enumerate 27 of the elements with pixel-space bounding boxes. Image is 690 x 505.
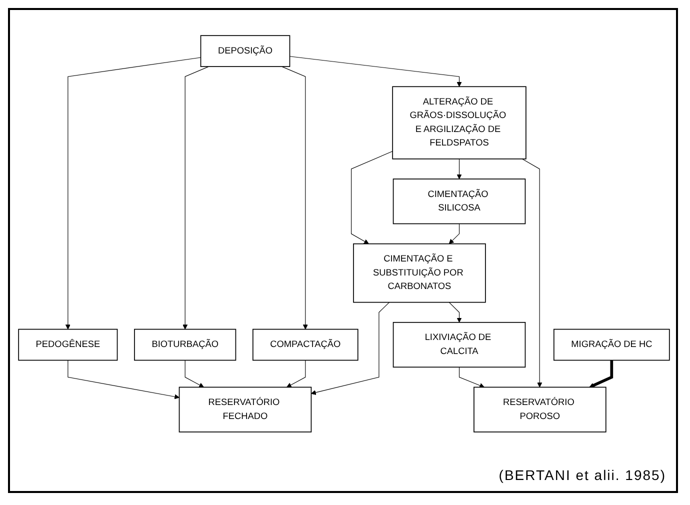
node-box: BIOTURBAÇÃO: [134, 329, 236, 361]
arrow: [589, 360, 614, 388]
arrow: [184, 360, 204, 388]
node-box: DEPOSIÇÃO: [200, 35, 290, 68]
node-box: CIMENTAÇÃO E SUBSTITUIÇÃO POR CARBONATOS: [353, 244, 486, 303]
arrow: [448, 224, 460, 244]
arrow: [68, 360, 180, 400]
node-box: CIMENTAÇÃO SILICOSA: [392, 178, 526, 224]
arrow: [456, 158, 462, 180]
node-box: RESERVATÓRIO POROSO: [474, 387, 606, 433]
arrow: [351, 151, 393, 244]
arrow: [281, 66, 308, 330]
arrow: [310, 302, 390, 396]
node-box: COMPACTAÇÃO: [252, 329, 358, 361]
arrow: [286, 360, 306, 388]
arrow: [65, 57, 202, 330]
node-box: RESERVATÓRIO FECHADO: [178, 387, 312, 433]
arrow: [522, 158, 542, 388]
citation-text: (BERTANI et alii. 1985): [498, 467, 666, 483]
arrow: [458, 367, 484, 388]
node-box: LIXIVIAÇÃO DE CALCITA: [392, 322, 526, 368]
arrow: [289, 56, 462, 88]
node-box: PEDOGÊNESE: [18, 329, 118, 361]
arrow: [448, 302, 462, 323]
node-box: ALTERAÇÃO DE GRÃOS·DISSOLUÇÃO E ARGILIZAÇÃO DE FELDSPATOS: [392, 86, 526, 160]
arrow: [182, 66, 210, 330]
node-box: MIGRAÇÃO DE HC: [553, 329, 670, 361]
